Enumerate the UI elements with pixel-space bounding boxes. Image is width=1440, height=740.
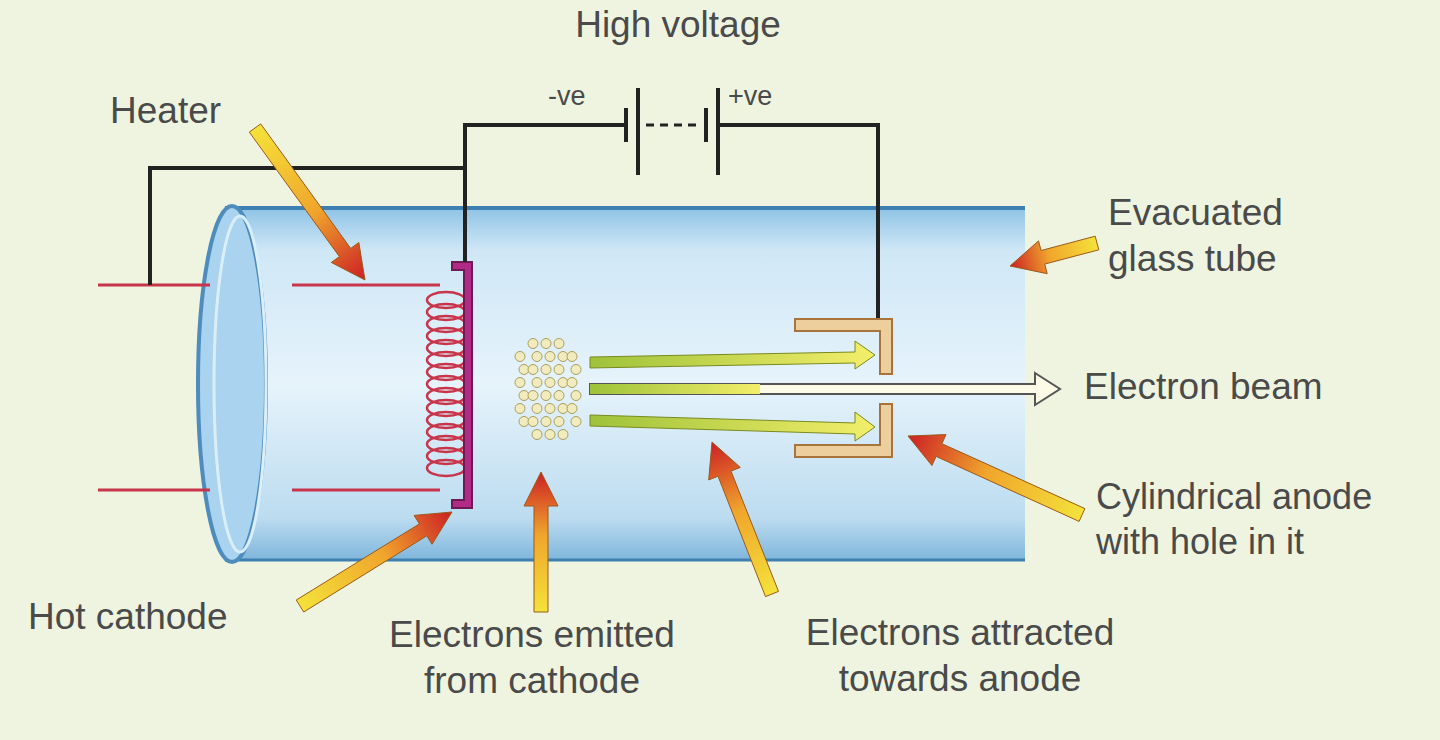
electron: [558, 430, 568, 440]
electron: [532, 378, 542, 388]
anode-wire: [718, 125, 878, 322]
electron: [571, 391, 581, 401]
tube-edge: [225, 206, 1025, 210]
battery-plate: [636, 88, 640, 175]
part-label: High voltage: [548, 2, 808, 48]
part-label: Heater: [110, 88, 260, 134]
electron: [567, 378, 577, 388]
electron: [541, 365, 551, 375]
electron: [554, 339, 564, 349]
electron: [545, 430, 555, 440]
electron: [554, 391, 564, 401]
tube-end-rim: [214, 216, 266, 552]
tube-end: [198, 206, 266, 562]
electron: [545, 378, 555, 388]
heater-lead: [98, 284, 210, 287]
electron: [532, 404, 542, 414]
callout-arrow: [249, 124, 365, 280]
heater-lead: [292, 489, 440, 492]
electron: [545, 352, 555, 362]
electron-beam-arrow-tail: [590, 384, 760, 394]
part-label: Electron beam: [1084, 364, 1384, 410]
callout-arrow: [908, 435, 1085, 522]
electron: [554, 365, 564, 375]
callout-arrow: [524, 472, 558, 612]
electron: [541, 391, 551, 401]
anode: [795, 319, 892, 374]
electron: [571, 417, 581, 427]
electron-cloud: [515, 339, 581, 440]
part-label: -ve: [548, 80, 608, 114]
electron: [515, 352, 525, 362]
callout-arrows: [249, 124, 1099, 612]
electron: [528, 417, 538, 427]
electron: [554, 417, 564, 427]
electron: [571, 365, 581, 375]
part-label: Evacuated glass tube: [1108, 190, 1338, 283]
part-label: Electrons attracted towards anode: [770, 610, 1150, 703]
electron: [541, 417, 551, 427]
electron-path-arrow: [590, 341, 875, 369]
electron: [545, 404, 555, 414]
cathode-wire: [465, 125, 626, 168]
electron: [515, 378, 525, 388]
electron: [541, 339, 551, 349]
coil-turn: [427, 460, 465, 476]
battery-plate: [716, 88, 720, 175]
electron: [528, 339, 538, 349]
part-label: Cylindrical anode with hole in it: [1096, 474, 1434, 564]
battery-plate: [624, 108, 628, 142]
heater-wire: [150, 168, 465, 285]
battery-dash: [646, 124, 698, 127]
electron: [515, 404, 525, 414]
electron: [532, 430, 542, 440]
electron: [567, 404, 577, 414]
electron-beam-arrow: [590, 373, 1060, 405]
heater-lead: [292, 284, 440, 287]
heater-lead: [98, 489, 210, 492]
callout-arrow: [296, 512, 452, 612]
callout-arrow: [1010, 236, 1099, 274]
battery-plate: [704, 108, 708, 142]
electron: [532, 352, 542, 362]
part-label: Hot cathode: [28, 594, 288, 640]
part-label: Electrons emitted from cathode: [352, 612, 712, 705]
cathode-plate: [452, 262, 472, 508]
callout-arrow: [709, 442, 779, 597]
electron-path-arrow: [590, 412, 875, 441]
anode: [795, 404, 892, 457]
heater-coil: [427, 292, 465, 476]
electron: [528, 391, 538, 401]
tube-edge: [225, 559, 1025, 562]
part-label: +ve: [728, 80, 788, 114]
electron: [528, 365, 538, 375]
electron: [567, 352, 577, 362]
